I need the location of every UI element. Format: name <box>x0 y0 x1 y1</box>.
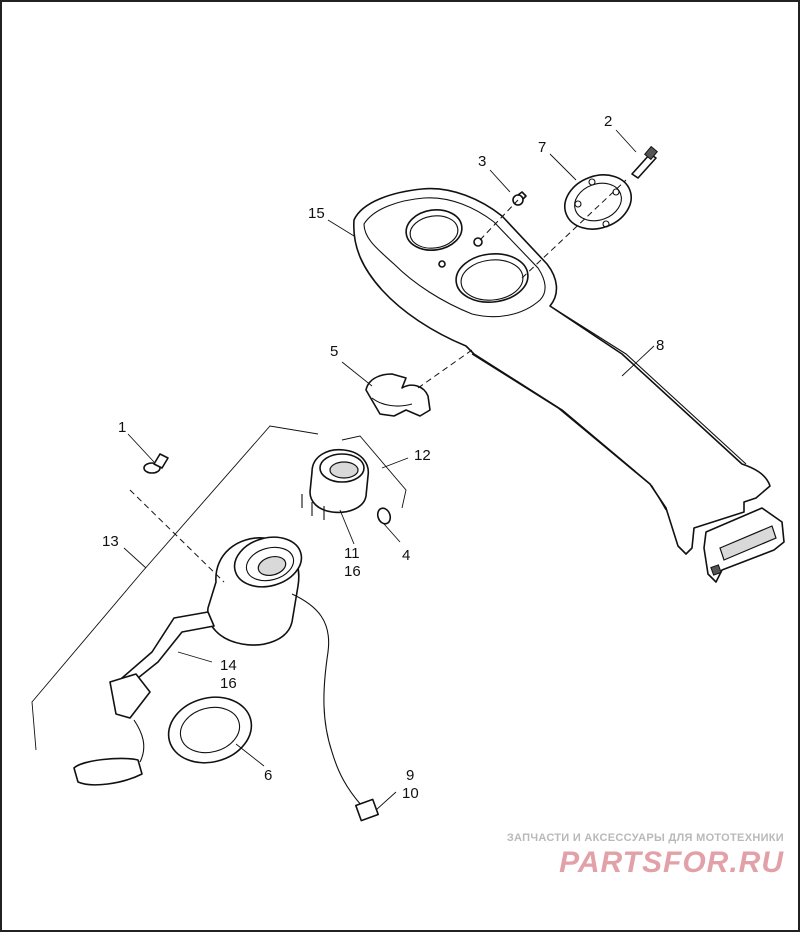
leader-13 <box>123 547 147 569</box>
group-bracket-13 <box>31 425 319 751</box>
callout-4: 4 <box>402 547 410 564</box>
watermark: ЗАПЧАСТИ И АКСЕССУАРЫ ДЛЯ МОТОТЕХНИКИ PA… <box>507 832 784 880</box>
gauge-gasket <box>564 174 632 230</box>
sender-wire <box>291 593 379 822</box>
callout-14: 14 <box>220 657 237 674</box>
callout-11: 11 <box>344 545 360 562</box>
leader-12 <box>381 457 409 469</box>
callout-6: 6 <box>264 767 272 784</box>
leader-3 <box>489 169 511 193</box>
leader-11-16 <box>339 509 355 545</box>
callout-1: 1 <box>118 419 126 436</box>
retaining-bracket <box>365 373 431 417</box>
callout-2: 2 <box>604 113 612 130</box>
leader-9-10 <box>375 791 397 811</box>
leader-7 <box>549 153 577 181</box>
watermark-caption: ЗАПЧАСТИ И АКСЕССУАРЫ ДЛЯ МОТОТЕХНИКИ <box>506 832 784 844</box>
leader-2 <box>615 129 637 153</box>
callout-13: 13 <box>102 533 119 550</box>
sender-gasket <box>167 696 253 764</box>
long-screw <box>631 145 658 179</box>
console-mount-bracket <box>703 507 785 583</box>
leader-1 <box>127 433 155 463</box>
callout-8: 8 <box>656 337 664 354</box>
leader-8 <box>621 345 655 377</box>
callout-16-gauge: 16 <box>344 563 361 580</box>
callout-5: 5 <box>330 343 338 360</box>
callout-7: 7 <box>538 139 546 156</box>
assembly-line-3 <box>479 199 519 241</box>
leader-4 <box>383 523 401 543</box>
callout-3: 3 <box>478 153 486 170</box>
callout-9: 9 <box>406 767 414 784</box>
assembly-line-2 <box>521 179 627 279</box>
callout-15: 15 <box>308 205 325 222</box>
indicator-bulb <box>376 507 392 525</box>
group-bracket-12 <box>341 435 407 509</box>
gauge-hole-upper <box>405 209 463 251</box>
washer-screw <box>143 453 169 474</box>
leader-5 <box>341 361 373 387</box>
sender-float-arm <box>109 611 215 763</box>
callout-10: 10 <box>402 785 419 802</box>
callout-16-sender: 16 <box>220 675 237 692</box>
callout-12: 12 <box>414 447 431 464</box>
assembly-line-1 <box>129 489 225 583</box>
sender-float <box>73 757 143 786</box>
fuel-sender-housing <box>207 536 303 646</box>
console-pin-hole <box>438 260 446 268</box>
fuel-gauge <box>301 448 370 520</box>
watermark-logo: PARTSFOR.RU <box>559 846 784 879</box>
assembly-line-5 <box>417 349 473 389</box>
leader-14-16 <box>177 651 213 663</box>
leader-15 <box>327 219 355 237</box>
leader-6 <box>235 743 265 767</box>
